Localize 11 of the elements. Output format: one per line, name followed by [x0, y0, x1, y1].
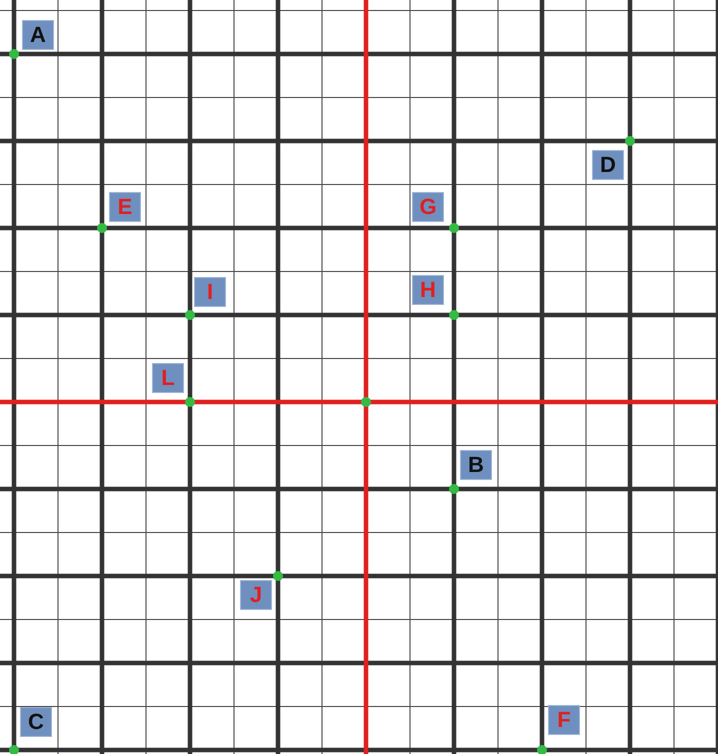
point-label: F	[548, 705, 580, 735]
point-label: I	[194, 277, 226, 307]
point-label: B	[460, 450, 492, 480]
point-label: A	[22, 20, 54, 50]
point-label: J	[240, 580, 272, 610]
point-label: C	[20, 707, 52, 737]
point-label: H	[412, 275, 444, 305]
point-label: L	[152, 363, 184, 393]
point-label: D	[592, 150, 624, 180]
point-label: G	[412, 192, 444, 222]
point-label: E	[109, 192, 141, 222]
